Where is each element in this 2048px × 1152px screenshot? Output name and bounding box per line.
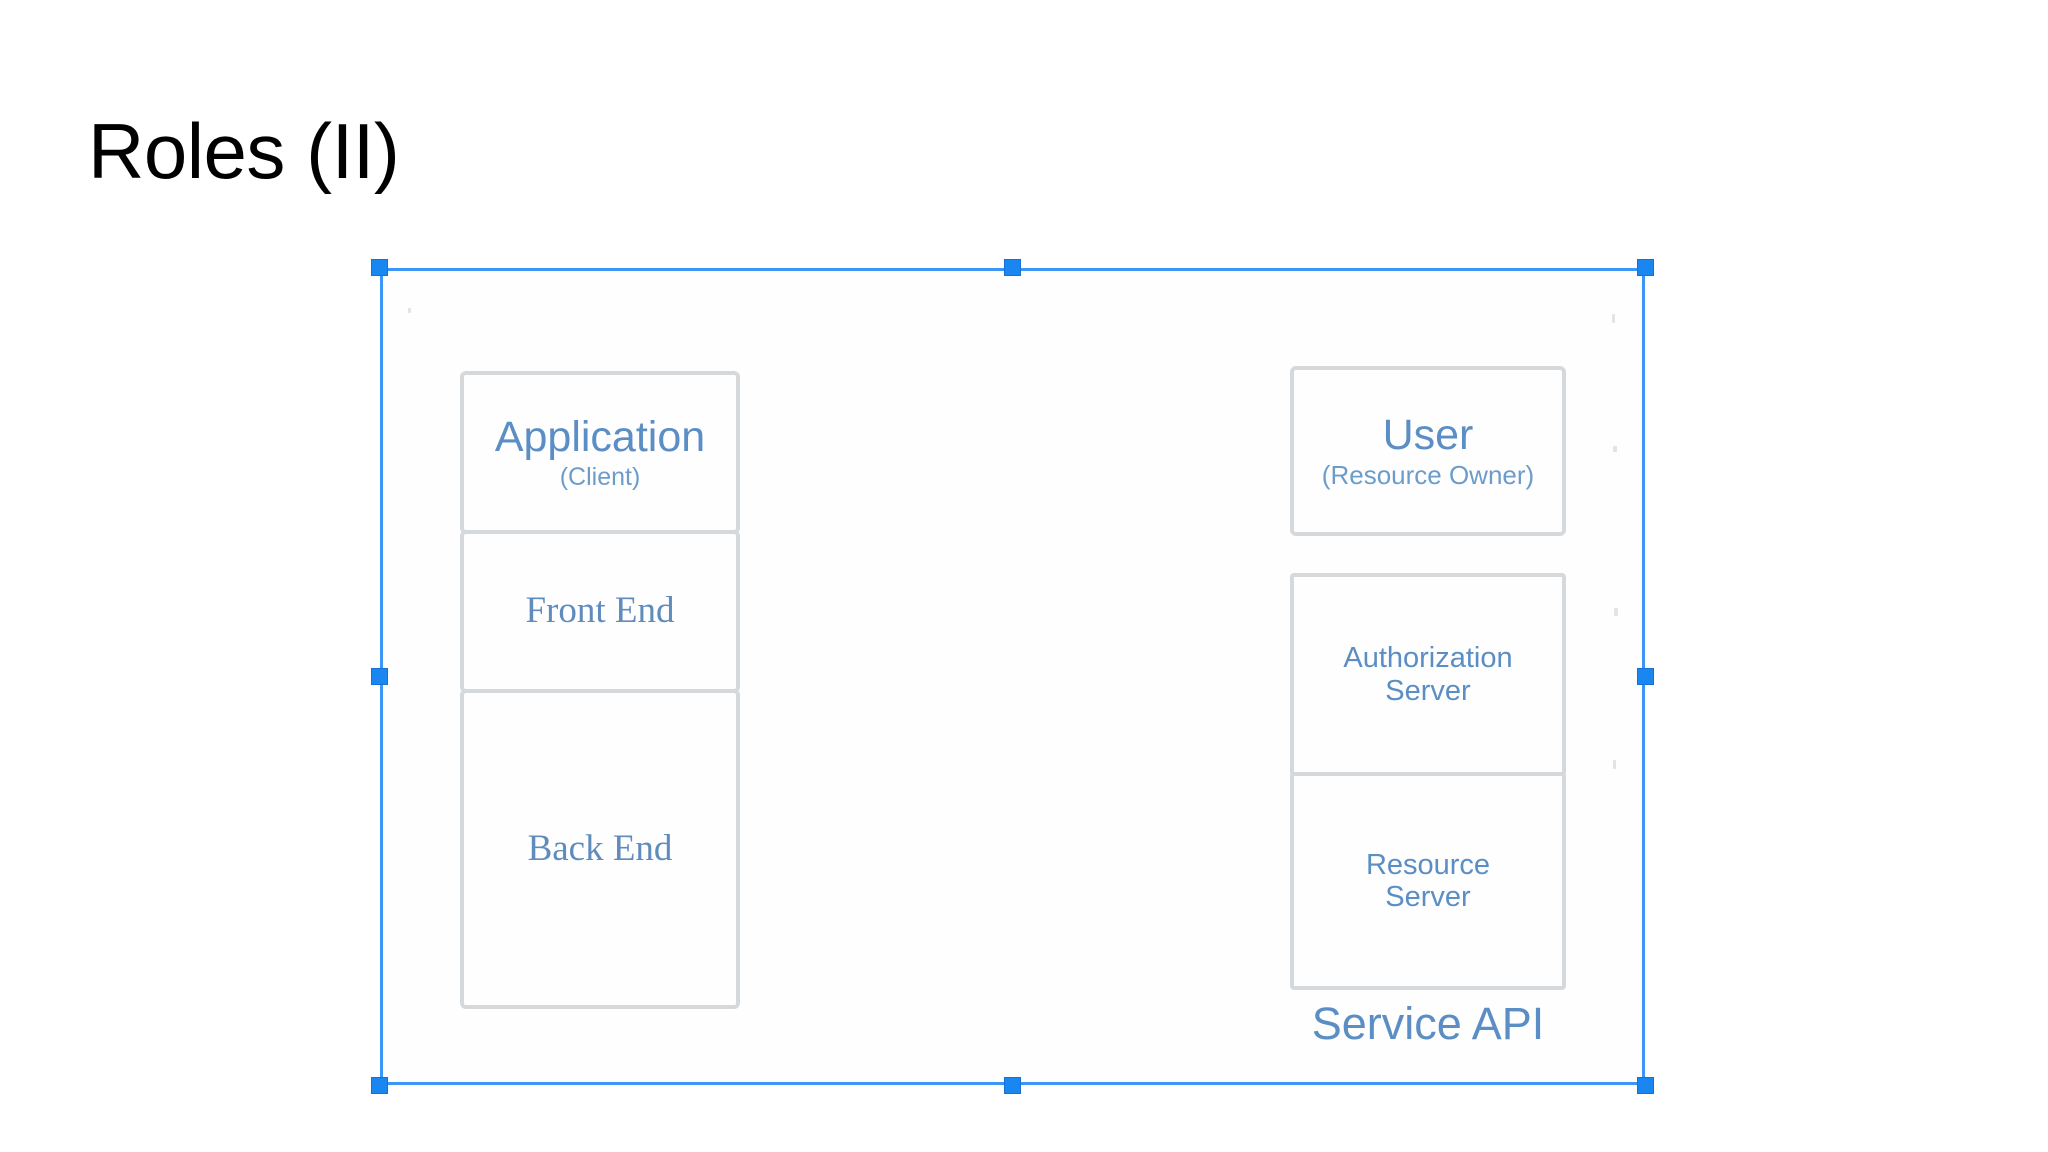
selection-handle-bottom-center[interactable]	[1003, 1077, 1021, 1094]
application-group: Application (Client) Front End Back End	[460, 371, 740, 1009]
user-label: User	[1382, 411, 1474, 460]
selection-handle-top-right[interactable]	[1637, 259, 1654, 276]
selection-handle-top-center[interactable]	[1003, 259, 1021, 276]
selection-handle-bottom-right[interactable]	[1637, 1077, 1654, 1094]
scan-artifact	[408, 308, 411, 313]
resource-server-label-line1: Resource	[1365, 848, 1491, 881]
front-end-label: Front End	[525, 590, 675, 632]
application-label: Application	[494, 413, 706, 462]
application-box[interactable]: Application (Client)	[460, 371, 740, 534]
service-api-label: Service API	[1311, 998, 1545, 1049]
scan-artifact	[1613, 446, 1617, 452]
resource-server-box[interactable]: Resource Server	[1290, 772, 1566, 990]
selection-handle-middle-left[interactable]	[371, 667, 388, 685]
page-title: Roles (II)	[88, 107, 400, 195]
authorization-server-label-line1: Authorization	[1343, 642, 1513, 675]
authorization-server-label-line2: Server	[1385, 674, 1471, 707]
selection-handle-middle-right[interactable]	[1637, 667, 1654, 685]
selection-handle-bottom-left[interactable]	[371, 1077, 388, 1094]
selected-image-object[interactable]: Application (Client) Front End Back End …	[371, 259, 1654, 1094]
scan-artifact	[1613, 760, 1616, 769]
scan-artifact	[1614, 608, 1618, 616]
scan-artifact	[1612, 314, 1615, 323]
user-sublabel: (Resource Owner)	[1321, 459, 1535, 490]
selection-handle-top-left[interactable]	[371, 259, 388, 276]
back-end-label: Back End	[527, 827, 673, 869]
diagram-canvas: Application (Client) Front End Back End …	[380, 268, 1645, 1085]
application-sublabel: (Client)	[559, 463, 641, 492]
service-api-group: User (Resource Owner) Authorization Serv…	[1290, 366, 1566, 1066]
front-end-box[interactable]: Front End	[460, 530, 740, 693]
authorization-server-box[interactable]: Authorization Server	[1290, 573, 1566, 776]
user-box[interactable]: User (Resource Owner)	[1290, 366, 1566, 536]
back-end-box[interactable]: Back End	[460, 689, 740, 1009]
resource-server-label-line2: Server	[1385, 881, 1471, 913]
